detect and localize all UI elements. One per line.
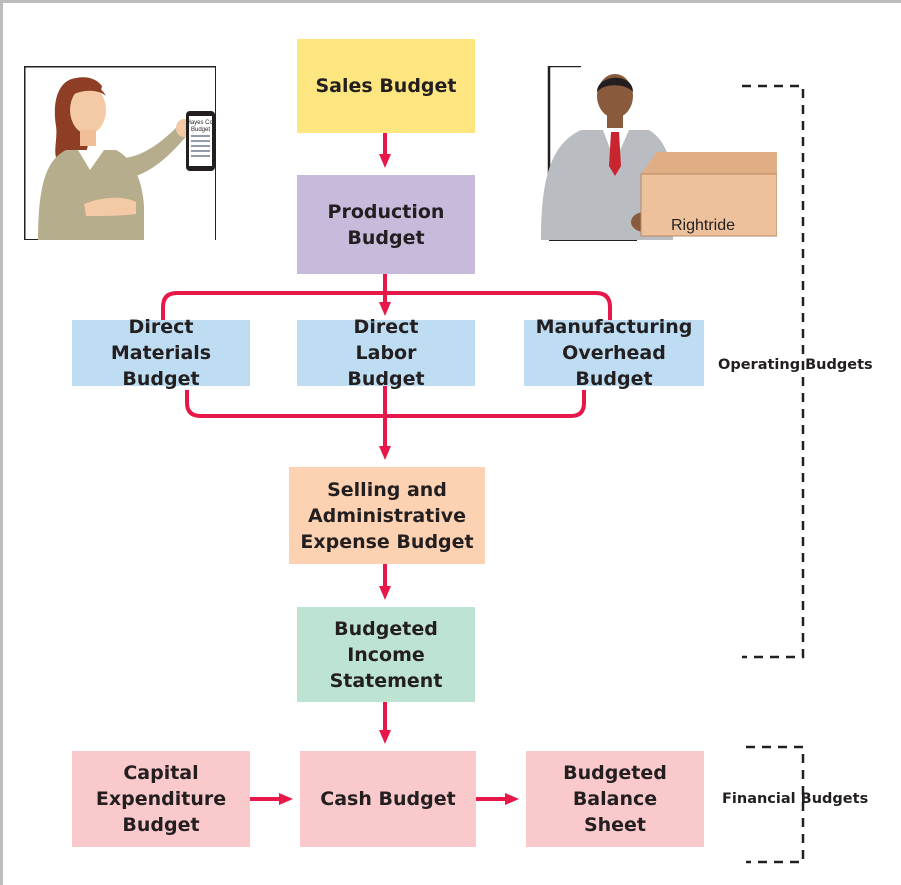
man-with-box-illustration: Rightride xyxy=(537,64,778,242)
direct-materials-budget-box: Direct Materials Budget xyxy=(72,316,250,390)
production-budget-box: Production Budget xyxy=(297,175,475,274)
box-label: Rightride xyxy=(671,217,735,234)
manufacturing-overhead-budget-box: Manufacturing Overhead Budget xyxy=(524,316,704,390)
selling-admin-expense-budget-box: Selling and Administrative Expense Budge… xyxy=(289,467,485,564)
financial-budgets-label: Financial Budgets xyxy=(722,791,869,807)
capital-expenditure-budget-box: Capital Expenditure Budget xyxy=(72,751,250,847)
sales-budget-box: Sales Budget xyxy=(297,39,475,133)
cash-budget-box: Cash Budget xyxy=(300,751,476,847)
man-with-box-drawing: Rightride xyxy=(541,64,778,241)
direct-labor-budget-box: Direct Labor Budget xyxy=(297,316,475,390)
page-border-top xyxy=(0,0,901,3)
budgeted-income-statement-box: Budgeted Income Statement xyxy=(297,607,475,702)
financial-budgets-bracket xyxy=(746,745,805,864)
woman-with-tablet-illustration: Hayes Co. Budget xyxy=(22,64,217,241)
tablet-label-line2: Budget xyxy=(191,127,210,133)
page-border-left xyxy=(0,0,3,885)
woman-with-tablet-drawing: Hayes Co. Budget xyxy=(22,64,217,241)
budgeted-balance-sheet-box: Budgeted Balance Sheet xyxy=(526,751,704,847)
operating-budgets-bracket xyxy=(742,84,805,659)
operating-budgets-label: Operating Budgets xyxy=(718,357,873,373)
tablet-label-line1: Hayes Co. xyxy=(186,120,214,126)
